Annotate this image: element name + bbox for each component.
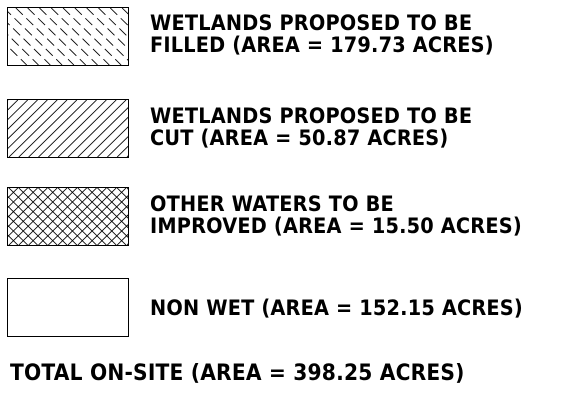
legend-label-nonwet-line1: NON WET (AREA = 152.15 ACRES) bbox=[150, 296, 523, 320]
cut-hatch-swatch bbox=[7, 99, 129, 158]
legend-label-nonwet: NON WET (AREA = 152.15 ACRES) bbox=[150, 297, 523, 319]
legend-label-fill-line1: WETLANDS PROPOSED TO BE bbox=[150, 11, 473, 35]
legend-label-cut: WETLANDS PROPOSED TO BE CUT (AREA = 50.8… bbox=[150, 105, 472, 149]
legend-label-fill-line2: FILLED (AREA = 179.73 ACRES) bbox=[150, 33, 494, 57]
improve-crosshatch-swatch bbox=[7, 187, 129, 246]
legend-label-fill: WETLANDS PROPOSED TO BE FILLED (AREA = 1… bbox=[150, 12, 494, 56]
legend-label-improve-line2: IMPROVED (AREA = 15.50 ACRES) bbox=[150, 214, 522, 238]
nonwet-empty-swatch bbox=[7, 278, 129, 337]
legend-label-cut-line1: WETLANDS PROPOSED TO BE bbox=[150, 104, 473, 128]
legend-total: TOTAL ON-SITE (AREA = 398.25 ACRES) bbox=[10, 361, 465, 386]
legend-label-improve-line1: OTHER WATERS TO BE bbox=[150, 192, 394, 216]
fill-hatch-swatch bbox=[7, 7, 129, 66]
legend-label-cut-line2: CUT (AREA = 50.87 ACRES) bbox=[150, 126, 449, 150]
legend-label-improve: OTHER WATERS TO BE IMPROVED (AREA = 15.5… bbox=[150, 193, 522, 237]
